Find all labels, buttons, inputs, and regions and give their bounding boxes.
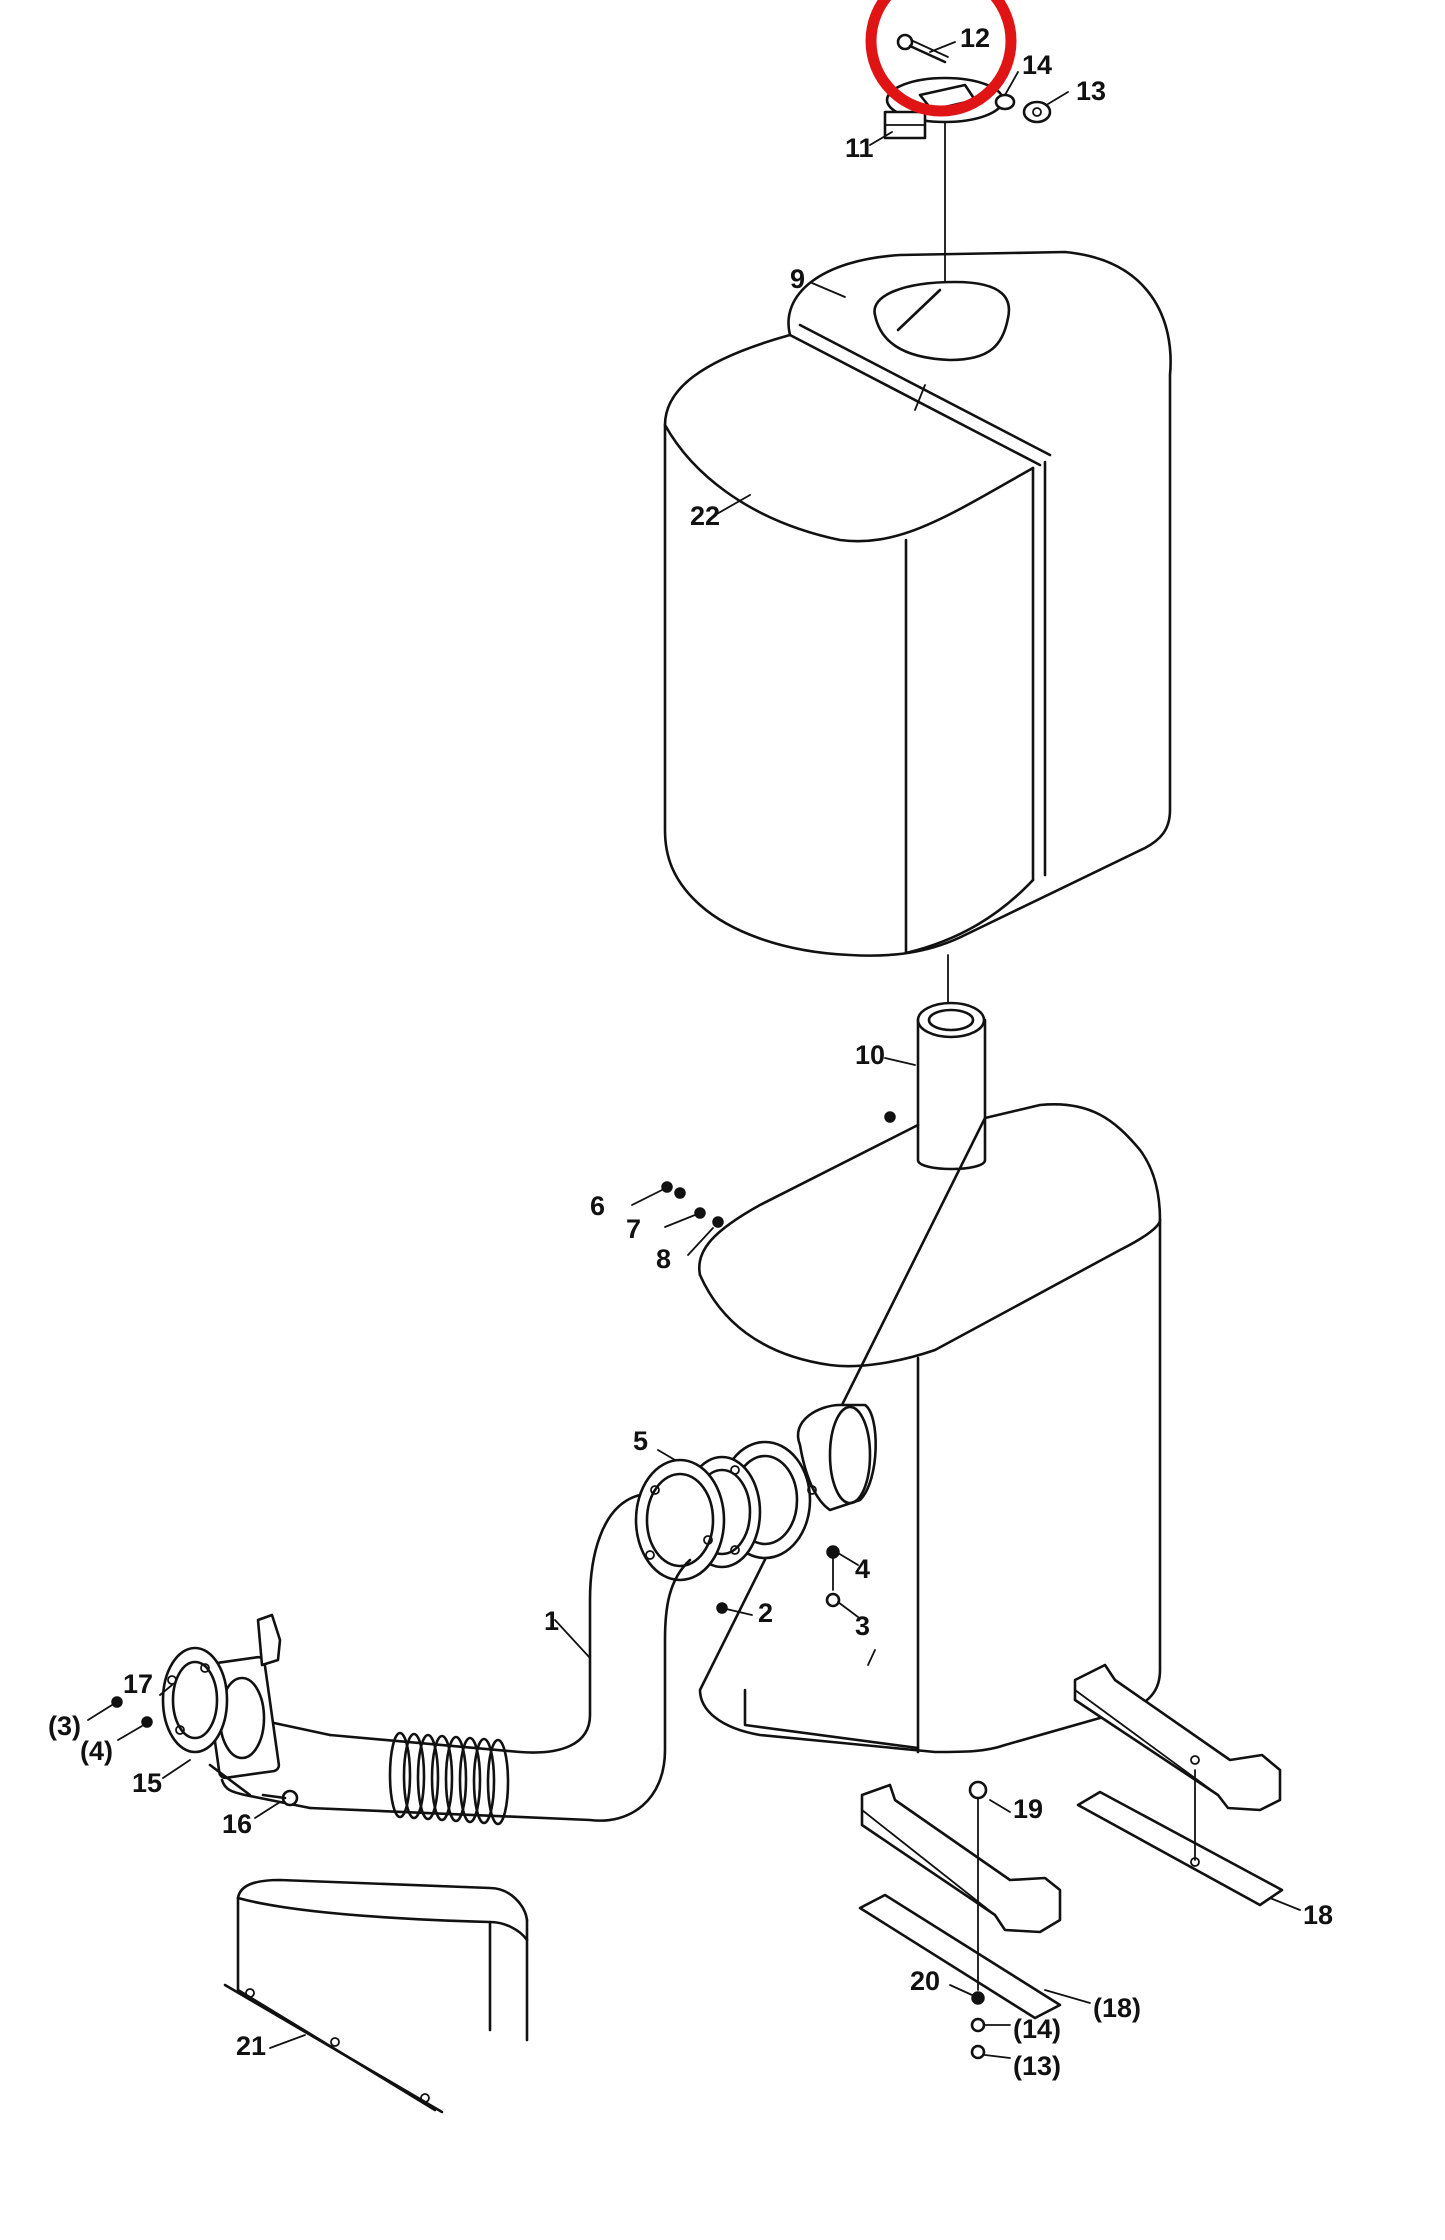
label-part-13: 13 bbox=[1076, 76, 1106, 106]
flange-assembly-parts-15-17 bbox=[87, 1613, 299, 1819]
nut-part-13 bbox=[1022, 100, 1052, 124]
heat-shield-upper bbox=[663, 250, 1172, 957]
label-part-9: 9 bbox=[790, 264, 805, 294]
label-part-8: 8 bbox=[656, 1244, 671, 1274]
label-part-5: 5 bbox=[633, 1426, 648, 1456]
label-part-7: 7 bbox=[626, 1214, 641, 1244]
label-part-22: 22 bbox=[690, 501, 720, 531]
label-part-11: 11 bbox=[845, 133, 874, 163]
label-part-17: 17 bbox=[123, 1669, 153, 1699]
flex-bellows bbox=[388, 1731, 510, 1826]
label-part-14-ref: (14) bbox=[1013, 2014, 1061, 2044]
label-part-13-ref: (13) bbox=[1013, 2051, 1061, 2081]
mount-bracket-lower bbox=[858, 1780, 1091, 2060]
label-part-2: 2 bbox=[758, 1598, 773, 1628]
label-part-3: 3 bbox=[855, 1611, 870, 1641]
washer-part-14 bbox=[994, 93, 1016, 111]
hardware-parts-6-7-8 bbox=[631, 1181, 724, 1256]
label-part-18: 18 bbox=[1303, 1900, 1333, 1930]
label-part-15: 15 bbox=[132, 1768, 162, 1798]
mount-bracket-right bbox=[1073, 1663, 1301, 1911]
muffler-body bbox=[697, 1102, 1162, 1754]
pipe-part-10 bbox=[884, 1001, 987, 1171]
screws-parts-2-3-4 bbox=[716, 1545, 859, 1618]
label-part-3-ref: (3) bbox=[48, 1711, 81, 1741]
label-part-6: 6 bbox=[590, 1191, 605, 1221]
highlight-circle bbox=[865, 0, 1017, 117]
label-part-4: 4 bbox=[855, 1554, 870, 1584]
label-part-14: 14 bbox=[1022, 50, 1052, 80]
part-labels: 12 14 13 11 9 22 10 6 7 8 5 4 3 2 1 17 (… bbox=[48, 23, 1333, 2081]
label-part-10: 10 bbox=[855, 1040, 885, 1070]
label-part-16: 16 bbox=[222, 1809, 252, 1839]
label-part-20: 20 bbox=[910, 1966, 940, 1996]
exhaust-pipe-part-1 bbox=[220, 1458, 726, 1826]
label-part-18-ref: (18) bbox=[1093, 1993, 1141, 2023]
bolt-part-12 bbox=[896, 33, 949, 64]
label-part-1: 1 bbox=[544, 1606, 559, 1636]
label-part-4-ref: (4) bbox=[80, 1736, 113, 1766]
label-part-19: 19 bbox=[1013, 1794, 1043, 1824]
label-part-12: 12 bbox=[960, 23, 990, 53]
label-part-21: 21 bbox=[236, 2031, 266, 2061]
heat-shield-part-21 bbox=[223, 1878, 529, 2114]
